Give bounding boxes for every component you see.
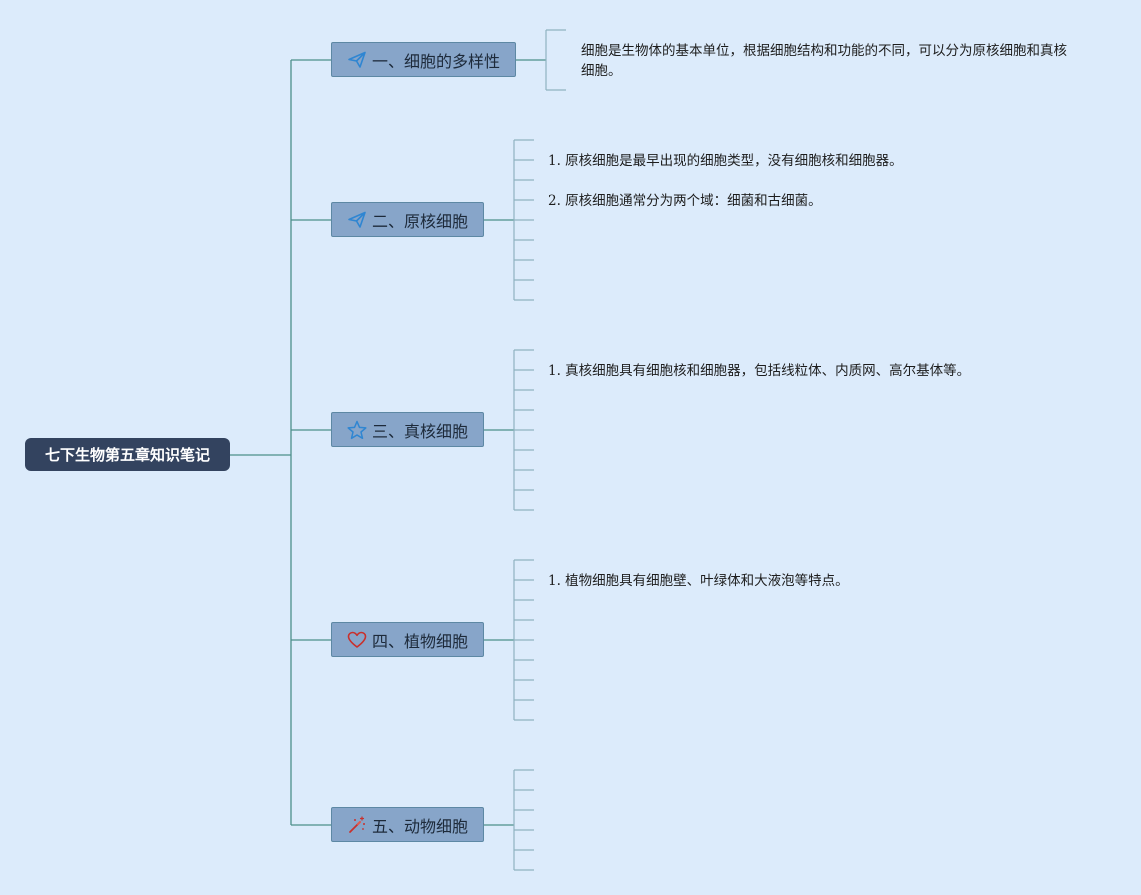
root-topic[interactable]: 七下生物第五章知识笔记 bbox=[25, 438, 230, 471]
root-title: 七下生物第五章知识笔记 bbox=[44, 446, 210, 464]
heart-icon bbox=[347, 630, 367, 650]
note-prokaryotic-1: 1. 原核细胞是最早出现的细胞类型，没有细胞核和细胞器。 bbox=[548, 153, 903, 169]
note-prokaryotic-2: 2. 原核细胞通常分为两个域：细菌和古细菌。 bbox=[548, 193, 822, 209]
paper-plane-icon bbox=[347, 210, 367, 230]
branch-label: 四、植物细胞 bbox=[371, 631, 468, 651]
branch-eukaryotic-cell[interactable]: 三、真核细胞 bbox=[331, 412, 484, 447]
paper-plane-icon bbox=[347, 50, 367, 70]
branch-cell-diversity[interactable]: 一、细胞的多样性 bbox=[331, 42, 516, 77]
branch-plant-cell[interactable]: 四、植物细胞 bbox=[331, 622, 484, 657]
branch-label: 二、原核细胞 bbox=[371, 211, 468, 231]
branch-prokaryotic-cell[interactable]: 二、原核细胞 bbox=[331, 202, 484, 237]
star-icon bbox=[347, 420, 367, 440]
magic-wand-icon bbox=[347, 815, 367, 835]
branch-label: 五、动物细胞 bbox=[371, 816, 468, 836]
note-plant-1: 1. 植物细胞具有细胞壁、叶绿体和大液泡等特点。 bbox=[548, 573, 849, 589]
branch-label: 三、真核细胞 bbox=[371, 421, 468, 441]
branch-animal-cell[interactable]: 五、动物细胞 bbox=[331, 807, 484, 842]
note-cell-diversity: 细胞是生物体的基本单位，根据细胞结构和功能的不同，可以分为原核细胞和真核细胞。 bbox=[581, 43, 1067, 79]
branch-label: 一、细胞的多样性 bbox=[371, 51, 500, 71]
note-eukaryotic-1: 1. 真核细胞具有细胞核和细胞器，包括线粒体、内质网、高尔基体等。 bbox=[548, 363, 971, 379]
